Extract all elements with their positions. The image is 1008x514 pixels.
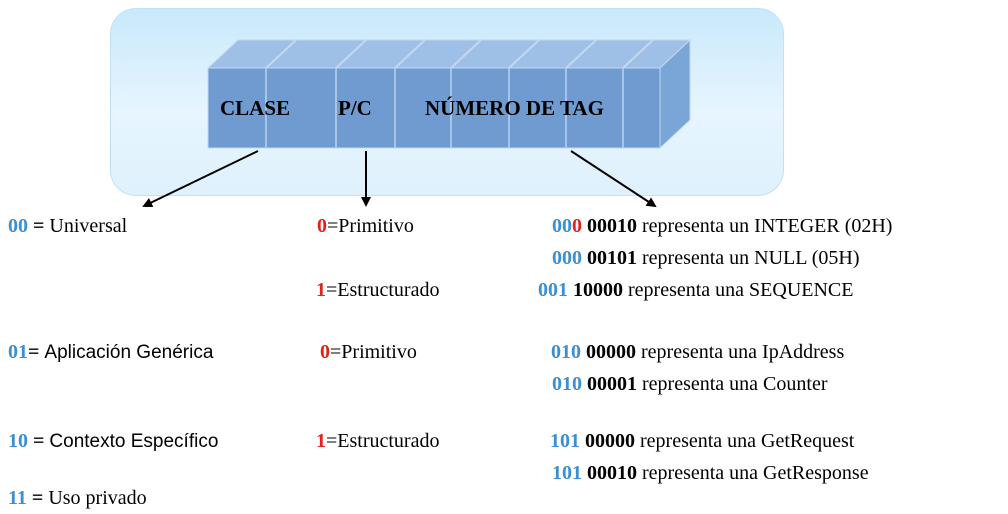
tag-row-getrequest: 101 00000 representa una GetRequest [550,430,855,452]
pc-row-1: 1=Estructurado [316,279,440,301]
label-pc: P/C [338,96,372,120]
pc-row-0: 0=Primitivo [317,215,414,237]
tag-row-null: 000 00101 representa un NULL (05H) [552,247,860,269]
class-row-universal: 00 = Universal [8,215,128,237]
label-numero-de-tag: NÚMERO DE TAG [425,96,604,120]
tag-row-counter: 010 00001 representa una Counter [552,373,828,395]
label-clase: CLASE [220,96,291,120]
tag-row-sequence: 001 10000 representa una SEQUENCE [538,279,854,301]
class-row-aplicacion: 01= Aplicación Genérica [8,341,214,363]
tag-row-integer: 000 00010 representa un INTEGER (02H) [552,215,893,237]
pc-row-2: 0=Primitivo [320,341,417,363]
class-row-contexto: 10 = Contexto Específico [8,430,219,452]
class-row-privado: 11 = Uso privado [8,487,147,509]
tag-row-getresponse: 101 00010 representa una GetResponse [552,462,869,484]
pc-row-3: 1=Estructurado [316,430,440,452]
tag-row-ipaddress: 010 00000 representa una IpAddress [551,341,845,363]
